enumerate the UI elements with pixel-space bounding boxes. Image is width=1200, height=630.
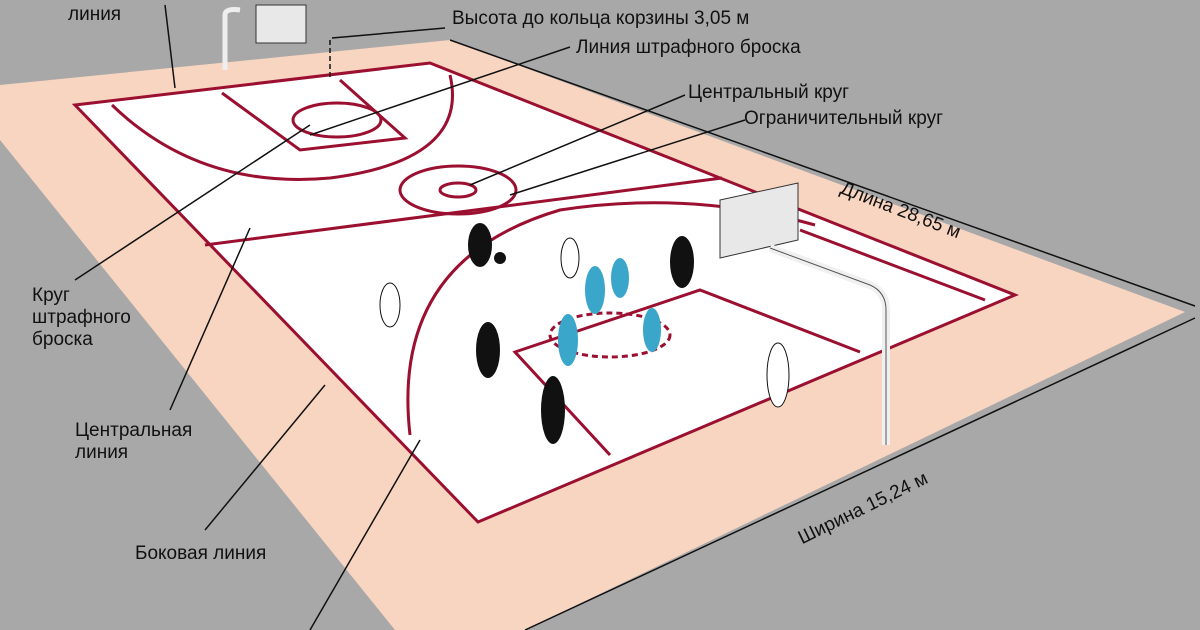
label-line: штрафного (32, 307, 131, 328)
near-backboard (719, 182, 799, 259)
label-line: броска (32, 329, 93, 350)
label-line: Круг (32, 285, 70, 306)
label-line: линия (75, 442, 129, 463)
label-free-throw-line: Линия штрафного броска (576, 37, 801, 58)
near-free-throw-circle (548, 311, 672, 359)
label-rim-height: Высота до кольца корзины 3,05 м (452, 8, 750, 29)
label-sideline: Боковая линия (135, 543, 267, 564)
label-center-line: Центральная линия (75, 420, 192, 464)
pointer-arrows (74, 4, 746, 630)
center-line (204, 176, 723, 247)
center-circle (398, 164, 518, 216)
label-endline: линия (68, 4, 122, 25)
restricted-circle (438, 181, 478, 199)
label-line: Центральная (75, 420, 193, 441)
far-backboard (255, 4, 307, 44)
players (379, 223, 790, 444)
court-floor (71, 61, 1019, 524)
far-pole (222, 7, 241, 70)
far-free-throw-circle (291, 101, 383, 139)
label-free-throw-circle: Круг штрафного броска (32, 285, 131, 351)
label-restricted-circle: Ограничительный круг (744, 108, 944, 129)
dimension-lines (329, 39, 1196, 630)
near-sideline-inner (799, 228, 986, 302)
label-center-circle: Центральный круг (688, 82, 850, 103)
far-three-point-arc (110, 74, 454, 181)
